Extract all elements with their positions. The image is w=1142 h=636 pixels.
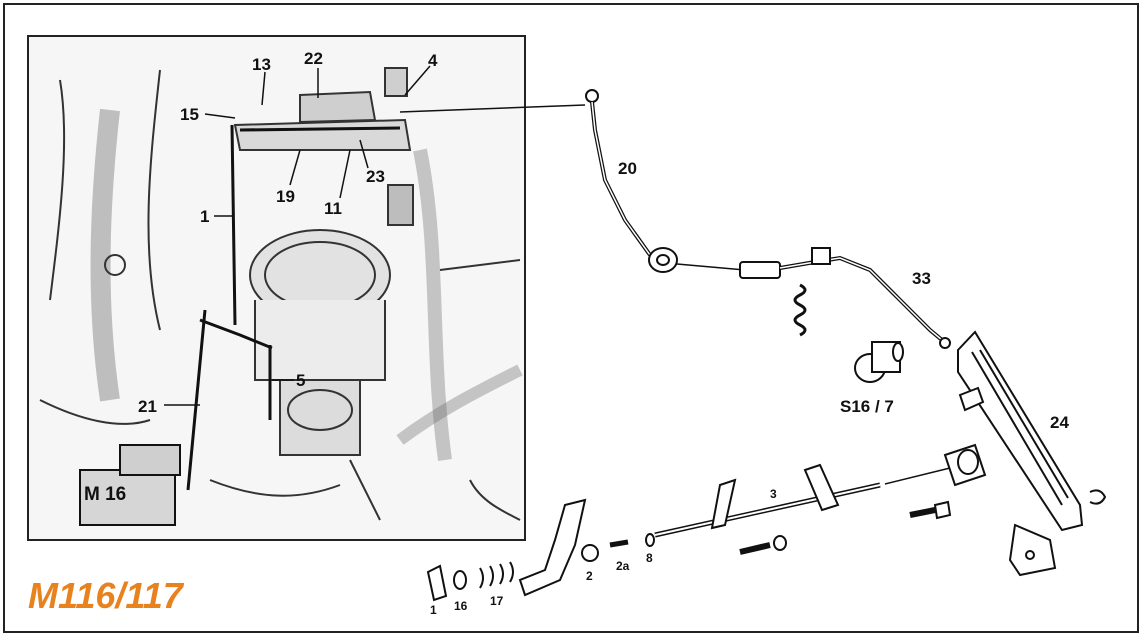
exploded-parts xyxy=(426,89,1107,602)
callout-21: 21 xyxy=(138,397,157,416)
callout-17: 17 xyxy=(490,594,504,608)
callout-5: 5 xyxy=(296,371,305,390)
callout-m16: M 16 xyxy=(84,484,126,505)
callout-24: 24 xyxy=(1050,413,1069,432)
callout-23: 23 xyxy=(366,167,385,186)
part-3-shaft xyxy=(654,443,987,555)
leader-to-20 xyxy=(399,104,586,113)
part-2-ball xyxy=(581,544,599,562)
callout-1: 1 xyxy=(200,207,209,226)
callout-1-bottom: 1 xyxy=(430,603,437,617)
photo-frame xyxy=(27,35,526,541)
callout-33: 33 xyxy=(912,269,931,288)
engine-bay-illustration: 13 22 4 15 19 11 23 1 5 21 M 16 xyxy=(27,35,526,541)
part-s16-7-switch xyxy=(854,341,904,383)
callout-20: 20 xyxy=(618,159,637,178)
callout-22: 22 xyxy=(304,49,323,68)
part-20-rod xyxy=(585,89,746,273)
part-2a-pin xyxy=(609,539,629,548)
callout-13: 13 xyxy=(252,55,271,74)
callout-11: 11 xyxy=(324,199,342,218)
callout-19: 19 xyxy=(276,187,295,206)
part-24-pedal xyxy=(957,330,1107,577)
callout-2: 2 xyxy=(586,569,593,583)
part-8-clip xyxy=(645,533,655,547)
bracket-assembly xyxy=(426,498,587,602)
callout-s16-7: S16 / 7 xyxy=(840,397,894,416)
callout-15: 15 xyxy=(180,105,199,124)
model-label: M116/117 xyxy=(28,575,185,616)
callout-2a: 2a xyxy=(616,559,630,573)
callout-4: 4 xyxy=(428,51,438,70)
callout-8: 8 xyxy=(646,551,653,565)
part-33-rod xyxy=(739,247,951,349)
callout-3: 3 xyxy=(770,487,777,501)
outer-frame xyxy=(3,3,1139,633)
callout-16: 16 xyxy=(454,599,468,613)
